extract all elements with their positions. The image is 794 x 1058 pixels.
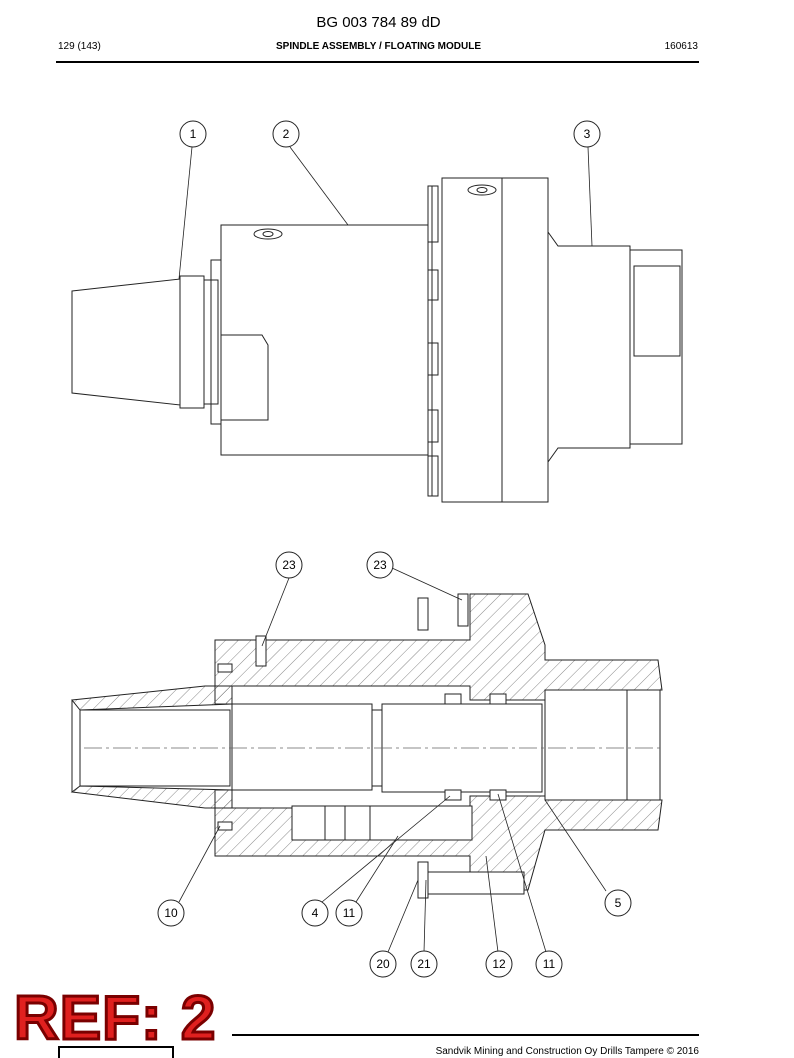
section-view — [70, 593, 664, 899]
logo-frame — [58, 1046, 174, 1058]
svg-text:21: 21 — [417, 957, 431, 971]
svg-text:3: 3 — [584, 127, 591, 141]
main-body — [220, 224, 429, 456]
svg-text:11: 11 — [543, 957, 556, 971]
svg-text:12: 12 — [492, 957, 506, 971]
callout-23-left: 23 — [275, 551, 303, 579]
section-title: SPINDLE ASSEMBLY / FLOATING MODULE — [275, 41, 481, 52]
svg-text:2: 2 — [283, 127, 290, 141]
callout-10: 10 — [157, 899, 185, 927]
callout-12: 12 — [485, 950, 513, 978]
callout-5: 5 — [604, 889, 632, 917]
footer-copyright: Sandvik Mining and Construction Oy Drill… — [435, 1046, 699, 1057]
svg-text:11: 11 — [343, 906, 356, 920]
date-code: 160613 — [664, 41, 698, 52]
callout-20: 20 — [369, 950, 397, 978]
callout-11-lower: 11 — [535, 950, 563, 978]
module-housing — [547, 231, 631, 463]
callout-23-right: 23 — [366, 551, 394, 579]
svg-text:23: 23 — [373, 558, 387, 572]
svg-text:23: 23 — [282, 558, 296, 572]
callout-21: 21 — [410, 950, 438, 978]
taper-shank — [71, 278, 181, 406]
callout-2: 2 — [272, 120, 300, 148]
ref-stamp: REF: 2 — [12, 984, 217, 1053]
leader-lines — [178, 146, 607, 953]
callout-4: 4 — [301, 899, 329, 927]
svg-text:5: 5 — [615, 896, 622, 910]
svg-text:1: 1 — [190, 127, 197, 141]
callout-1: 1 — [179, 120, 207, 148]
page-number: 129 (143) — [58, 41, 101, 52]
callout-3: 3 — [573, 120, 601, 148]
svg-text:10: 10 — [164, 906, 178, 920]
header-rule — [56, 61, 699, 63]
svg-text:20: 20 — [376, 957, 390, 971]
external-view — [71, 177, 683, 503]
flange — [441, 177, 503, 503]
svg-text:4: 4 — [312, 906, 319, 920]
footer-rule — [232, 1034, 699, 1036]
callout-11-upper: 11 — [335, 899, 363, 927]
document-id: BG 003 784 89 dD — [316, 14, 441, 31]
